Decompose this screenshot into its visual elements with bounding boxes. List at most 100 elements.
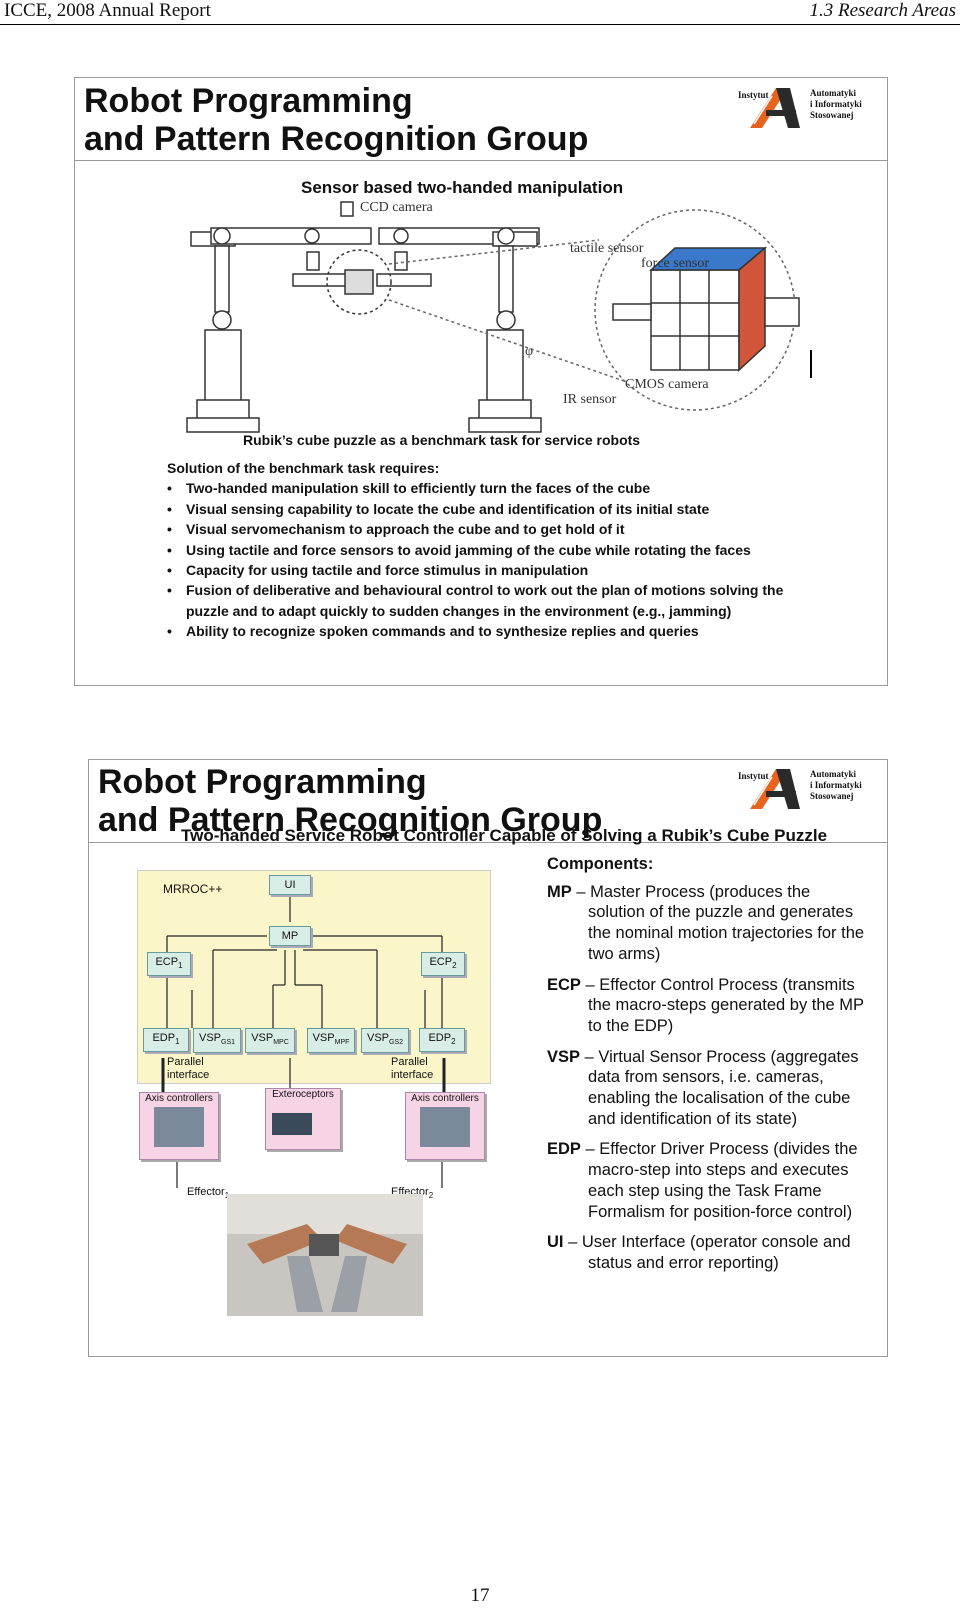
vsp-gs2-sub: GS2 [389, 1039, 404, 1047]
component-abbr: MP [547, 882, 572, 901]
requirements-heading: Solution of the benchmark task requires: [167, 460, 440, 476]
mrroc-label: MRROC++ [163, 882, 223, 896]
robot-hands-photo [227, 1194, 423, 1316]
slide1-title-line1: Robot Programming [84, 82, 413, 120]
slide1-title-line2: and Pattern Recognition Group [84, 120, 589, 158]
force-sensor-label: force sensor [641, 256, 710, 271]
exteroceptors: Exteroceptors [265, 1088, 341, 1150]
parallel-interface-1: Parallel interface [167, 1056, 210, 1081]
slide1-title-rule [75, 160, 887, 161]
effector1-text: Effector [187, 1186, 225, 1198]
phi-label: φ [525, 344, 534, 359]
exteroceptors-label: Exteroceptors [272, 1089, 334, 1100]
component-edp: EDP – Effector Driver Process (divides t… [547, 1139, 867, 1222]
slide2-title-rule [89, 842, 887, 843]
logo-name-3: Stosowanej [810, 110, 854, 120]
logo-name-3: Stosowanej [810, 791, 854, 801]
component-abbr: UI [547, 1233, 564, 1252]
page-number: 17 [470, 1585, 490, 1606]
two-arm-robot-illustration [186, 201, 812, 433]
camera-icon [272, 1113, 312, 1135]
mp-node: MP [269, 926, 311, 946]
requirements-list: Two-handed manipulation skill to efficie… [167, 478, 867, 642]
slide-sensor-manipulation: Robot Programming and Pattern Recognitio… [74, 77, 888, 686]
list-item: Two-handed manipulation skill to efficie… [167, 478, 867, 499]
list-item: Capacity for using tactile and force sti… [167, 560, 867, 581]
slide1-title: Robot Programming and Pattern Recognitio… [84, 82, 588, 158]
axis-controllers-2: Axis controllers [405, 1092, 485, 1160]
vsp-mpc-sub: MPC [273, 1039, 289, 1047]
controller-cabinet-icon [420, 1107, 470, 1147]
requirements-block: Solution of the benchmark task requires:… [167, 458, 867, 642]
axis-controllers-1: Axis controllers [139, 1092, 219, 1160]
list-item: Ability to recognize spoken commands and… [167, 621, 867, 642]
ecp2-sub: 2 [452, 961, 457, 971]
logo-name-2: i Informatyki [810, 780, 862, 790]
slide1-subtitle: Sensor based two-handed manipulation [301, 178, 624, 197]
edp2-label: EDP [428, 1032, 452, 1044]
component-text: – Effector Driver Process (divides the m… [580, 1140, 858, 1221]
component-abbr: VSP [547, 1047, 581, 1066]
ir-sensor-label: IR sensor [563, 392, 617, 407]
slide2-subtitle: Two-handed Service Robot Controller Capa… [181, 826, 828, 845]
component-ui: UI – User Interface (operator console an… [547, 1232, 867, 1273]
logo-name-2: Automatyki i Informatyki Stosowanej [810, 769, 862, 802]
ecp2-node: ECP2 [421, 952, 465, 977]
logo-a-icon [750, 88, 800, 128]
running-head-right: 1.3 Research Areas [809, 0, 956, 21]
component-text: – User Interface (operator console and s… [563, 1233, 851, 1272]
edp1-label: EDP [152, 1032, 176, 1044]
list-item: Using tactile and force sensors to avoid… [167, 540, 867, 561]
vsp-mpc-label: VSP [251, 1032, 274, 1044]
component-vsp: VSP – Virtual Sensor Process (aggregates… [547, 1047, 867, 1130]
ecp1-sub: 1 [178, 961, 183, 971]
edp2-node: EDP2 [419, 1028, 465, 1053]
axis-controllers-1-label: Axis controllers [145, 1093, 213, 1104]
institute-logo-2: Instytut Automatyki i Informatyki Stosow… [738, 763, 868, 819]
institute-logo: Instytut Automatyki i Informatyki Stosow… [738, 82, 868, 138]
vsp-gs2-label: VSP [366, 1032, 389, 1044]
edp2-sub: 2 [451, 1037, 456, 1047]
axis-controllers-2-label: Axis controllers [411, 1093, 479, 1104]
component-ecp: ECP – Effector Control Process (transmit… [547, 975, 867, 1037]
component-text: – Effector Control Process (transmits th… [580, 975, 864, 1035]
logo-name-1: Automatyki [810, 769, 857, 779]
ui-node: UI [269, 875, 311, 895]
logo-name-2: i Informatyki [810, 99, 862, 109]
parallel-interface-2: Parallel interface [391, 1056, 434, 1081]
component-abbr: EDP [547, 1140, 581, 1159]
ccd-camera-label: CCD camera [360, 200, 433, 215]
effector2-sub: 2 [428, 1191, 434, 1201]
components-list: Components: MP – Master Process (produce… [547, 854, 867, 1284]
component-text: – Master Process (produces the solution … [571, 882, 865, 963]
ecp1-label: ECP [155, 956, 179, 968]
vsp-gs1-label: VSP [198, 1032, 221, 1044]
logo-a-icon [750, 769, 800, 809]
components-heading: Components: [547, 855, 654, 873]
controller-cabinet-icon [154, 1107, 204, 1147]
list-item: Fusion of deliberative and behavioural c… [167, 580, 796, 621]
controller-diagram: MRROC++ UI MP ECP1 ECP2 EDP1 VSPGS1 VSPM… [137, 870, 497, 1210]
vsp-mpf-sub: MPF [334, 1039, 350, 1047]
slide2-title: Robot Programming and Pattern Recognitio… [98, 763, 602, 839]
logo-name: Automatyki i Informatyki Stosowanej [810, 88, 862, 121]
ecp1-node: ECP1 [147, 952, 191, 977]
component-abbr: ECP [547, 975, 581, 994]
vsp-mpf-label: VSP [312, 1032, 335, 1044]
ecp2-label: ECP [429, 956, 453, 968]
vsp-mpf-node: VSPMPF [307, 1028, 355, 1054]
logo-name-1: Automatyki [810, 88, 857, 98]
logo-institute: Instytut [738, 90, 769, 100]
slide2-title-line1: Robot Programming [98, 763, 427, 801]
edp1-sub: 1 [175, 1037, 180, 1047]
slide1-caption: Rubik’s cube puzzle as a benchmark task … [243, 432, 641, 448]
slide-controller: Robot Programming and Pattern Recognitio… [88, 759, 888, 1357]
running-head-left: ICCE, 2008 Annual Report [4, 0, 211, 21]
edp1-node: EDP1 [143, 1028, 189, 1053]
diagram-connectors [161, 897, 446, 1188]
cmos-camera-label: CMOS camera [625, 377, 709, 392]
vsp-mpc-node: VSPMPC [245, 1028, 295, 1054]
list-item: Visual servomechanism to approach the cu… [167, 519, 867, 540]
vsp-gs1-sub: GS1 [221, 1039, 236, 1047]
list-item: Visual sensing capability to locate the … [167, 499, 867, 520]
